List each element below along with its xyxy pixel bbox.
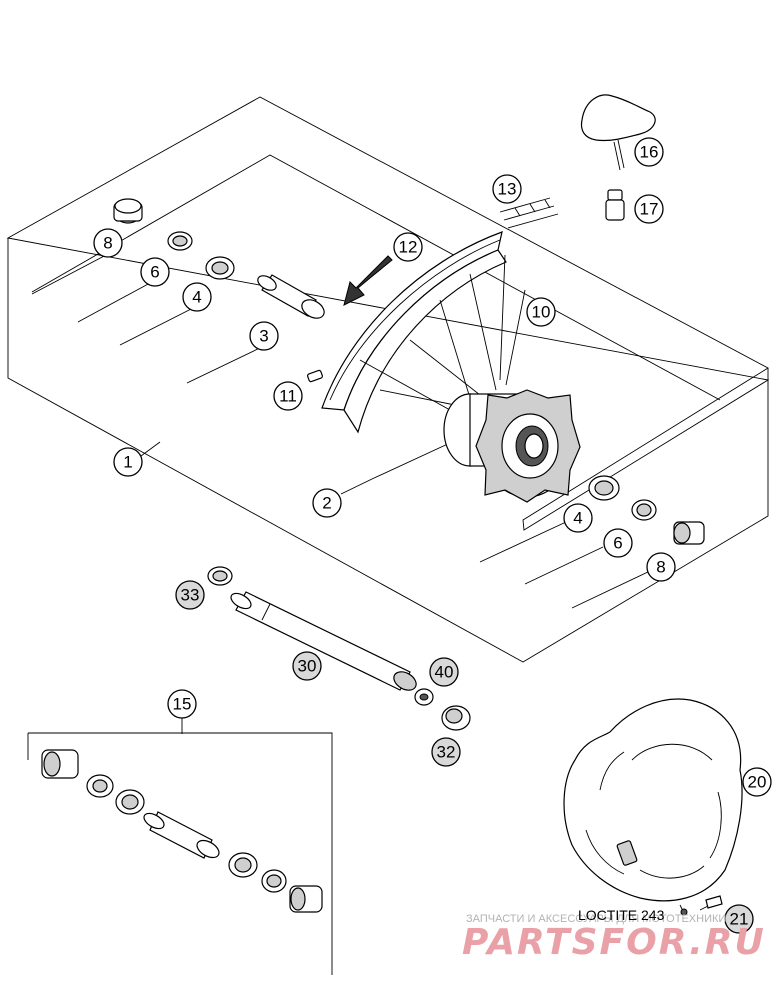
ring-33: [207, 566, 233, 586]
svg-text:21: 21: [730, 910, 749, 929]
svg-text:6: 6: [150, 263, 159, 282]
nut-17: [605, 189, 625, 221]
rotation-arrow: [343, 255, 393, 306]
brake-disc-20: [563, 698, 743, 902]
callout-15: 15: [167, 689, 197, 719]
svg-text:8: 8: [656, 558, 665, 577]
svg-text:20: 20: [748, 773, 767, 792]
svg-text:12: 12: [399, 238, 418, 257]
callout-6-right: 6: [603, 528, 633, 558]
callout-8-left: 8: [93, 228, 123, 258]
loctite-note: LOCTITE 243: [578, 907, 665, 923]
callout-11: 11: [273, 381, 303, 411]
svg-text:33: 33: [181, 586, 200, 605]
svg-text:10: 10: [532, 303, 551, 322]
oil-seal-6-right: [631, 499, 657, 521]
bearing-4-right: [588, 475, 620, 501]
callout-32: 32: [431, 737, 461, 767]
callout-30: 30: [292, 651, 322, 681]
svg-text:17: 17: [640, 200, 659, 219]
callout-40: 40: [429, 657, 459, 687]
svg-text:8: 8: [103, 234, 112, 253]
svg-text:6: 6: [613, 534, 622, 553]
callout-4-right: 4: [563, 503, 593, 533]
bearing-4-left: [205, 256, 235, 280]
callout-8-right: 8: [646, 552, 676, 582]
seal-8-left: [113, 198, 143, 224]
svg-text:13: 13: [498, 180, 517, 199]
spacer-3: [257, 274, 325, 319]
svg-text:11: 11: [279, 387, 297, 406]
callout-1: 1: [113, 447, 143, 477]
svg-text:3: 3: [259, 327, 268, 346]
svg-text:2: 2: [322, 494, 331, 513]
axle-screw-32: [441, 705, 471, 731]
svg-text:32: 32: [437, 743, 456, 762]
watermark-caption: ЗАПЧАСТИ И АКСЕССУАРЫ ДЛЯ МОТОТЕХНИКИ: [466, 913, 726, 925]
callout-33: 33: [175, 580, 205, 610]
washer-40: [414, 688, 434, 706]
svg-text:16: 16: [640, 143, 659, 162]
callout-13: 13: [492, 174, 522, 204]
disc-screw-21: [680, 895, 723, 916]
spoke-set-13: [499, 197, 559, 229]
kit-15-frame: [28, 732, 333, 975]
callout-20: 20: [742, 767, 772, 797]
svg-text:30: 30: [298, 657, 317, 676]
seal-8-right: [673, 521, 705, 545]
oil-seal-6-left: [167, 231, 193, 251]
rim: [321, 231, 507, 434]
callout-21: 21: [724, 904, 754, 934]
svg-text:4: 4: [192, 288, 201, 307]
callout-3: 3: [249, 321, 279, 351]
kit-15-parts: [41, 749, 323, 913]
callout-10: 10: [526, 297, 556, 327]
callout-12: 12: [393, 232, 423, 262]
callout-6-left: 6: [140, 257, 170, 287]
callout-4-left: 4: [182, 282, 212, 312]
nipple-11: [307, 369, 323, 383]
rim-lock-16: [580, 94, 656, 171]
axle-30: [230, 591, 417, 691]
callout-16: 16: [634, 137, 664, 167]
callout-2: 2: [312, 488, 342, 518]
callout-17: 17: [634, 194, 664, 224]
svg-text:1: 1: [123, 453, 132, 472]
watermark-logo: PARTSFOR.RU: [462, 922, 766, 963]
svg-text:15: 15: [173, 695, 192, 714]
hub: [443, 389, 581, 503]
svg-text:4: 4: [573, 509, 582, 528]
svg-text:40: 40: [435, 663, 454, 682]
